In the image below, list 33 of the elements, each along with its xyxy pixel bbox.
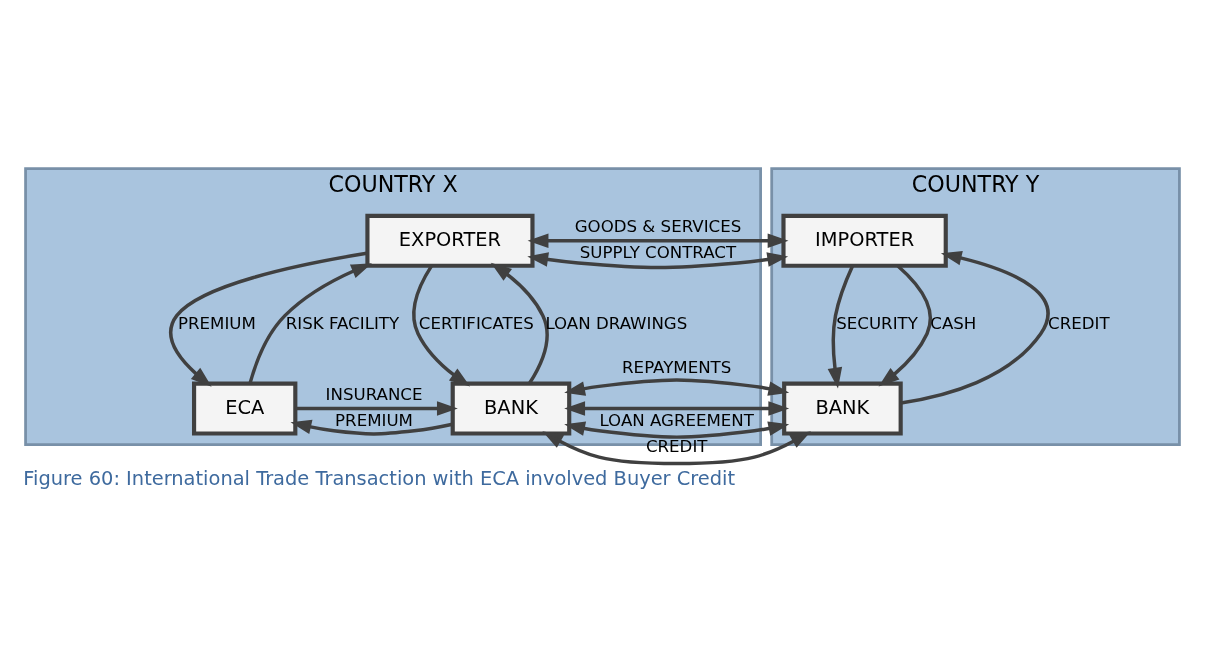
- edge-label: PREMIUM: [335, 410, 413, 430]
- arrow: [542, 430, 811, 465]
- arrow: [290, 419, 453, 436]
- edge-label: CASH: [930, 313, 977, 333]
- edge-label: REPAYMENTS: [622, 357, 732, 377]
- arrow: [564, 377, 790, 396]
- node-box: EXPORTER: [365, 213, 535, 268]
- node-box: BANK: [782, 381, 903, 436]
- arrow: [900, 250, 1050, 405]
- node-box: IMPORTER: [781, 213, 948, 268]
- node-box: BANK: [450, 381, 572, 436]
- edge-label: CERTIFICATES: [418, 313, 534, 333]
- arrow: [878, 264, 932, 387]
- edge-label: INSURANCE: [325, 384, 423, 404]
- edge-label: RISK FACILITY: [285, 313, 400, 333]
- edge-label: LOAN DRAWINGS: [545, 313, 688, 333]
- arrow: [169, 251, 368, 387]
- arrow: [527, 251, 789, 269]
- arrow: [412, 264, 471, 387]
- node-box: ECA: [192, 381, 298, 436]
- arrow: [564, 400, 790, 439]
- edge-label: LOAN AGREEMENT: [599, 410, 754, 430]
- arrow: [527, 232, 789, 248]
- edge-label: SECURITY: [836, 313, 918, 333]
- arrow: [827, 264, 855, 388]
- edge-label: PREMIUM: [178, 313, 256, 333]
- arrow: [490, 262, 549, 384]
- edge-label: SUPPLY CONTRACT: [579, 242, 737, 262]
- arrow: [295, 400, 458, 416]
- caption: Figure 60: International Trade Transaction with ECA involved Buyer Credit: [23, 466, 736, 490]
- arrow: [248, 262, 372, 384]
- edge-label: GOODS & SERVICES: [574, 216, 742, 236]
- edge-label: CREDIT: [1048, 313, 1110, 333]
